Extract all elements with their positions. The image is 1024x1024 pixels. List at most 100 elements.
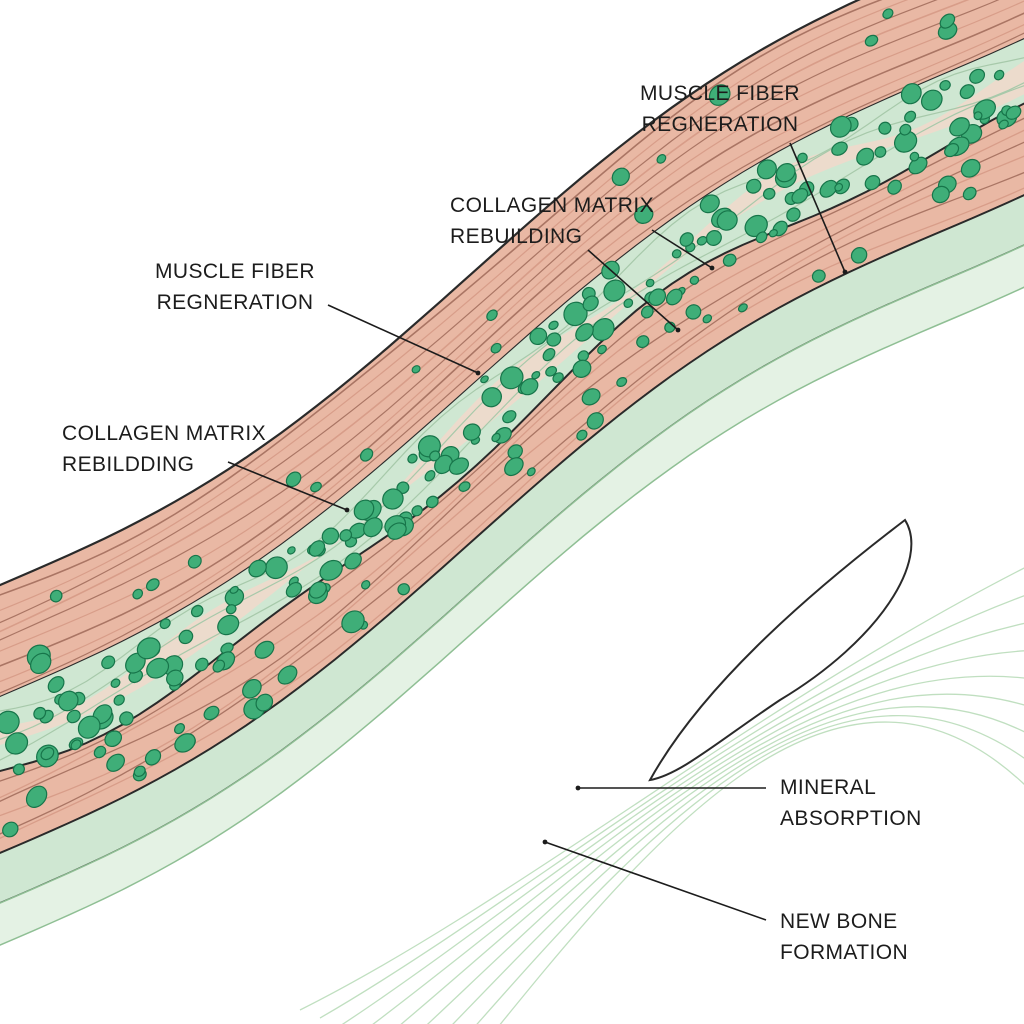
green-cell [998, 119, 1009, 130]
label-new-bone-formation: NEW BONE FORMATION [780, 906, 908, 968]
green-cell [581, 388, 601, 406]
green-cell [255, 693, 274, 712]
bone-cavity-shape [648, 518, 913, 782]
label-line: REGNERATION [641, 113, 799, 136]
bone-growth-line [426, 693, 1024, 1024]
green-cell [834, 182, 844, 192]
leader-line [651, 229, 713, 269]
green-cell [187, 554, 202, 569]
leader-endpoint [709, 265, 715, 271]
green-cell [491, 432, 501, 443]
green-cell [775, 163, 796, 183]
green-cell [229, 585, 239, 594]
green-cell [756, 159, 777, 180]
green-cell [319, 559, 343, 581]
green-cell [850, 247, 868, 264]
green-cell [190, 604, 204, 618]
green-cell [671, 249, 682, 259]
green-cell [856, 147, 875, 166]
muscle-fiber-strand [0, 12, 1024, 667]
bone-growth-line [341, 622, 1024, 1024]
green-cell [146, 657, 170, 679]
green-cell [831, 141, 848, 156]
green-cell [490, 342, 502, 354]
label-line: MUSCLE FIBER [640, 82, 800, 105]
green-cell [407, 453, 418, 464]
muscle-fiber-strand [0, 32, 1024, 694]
bone-surface-band [0, 244, 1024, 946]
fiber-strands [0, 0, 1024, 839]
green-cell [145, 578, 160, 592]
green-cell [287, 546, 296, 555]
label-line: REGNERATION [156, 291, 314, 314]
green-cell [66, 709, 81, 724]
green-cell [882, 8, 894, 20]
muscle-fiber-strand [0, 0, 1000, 641]
label-collagen-matrix-rebuilding-left: COLLAGEN MATRIX REBILDDING [62, 418, 266, 480]
label-line: REBUILDING [450, 225, 583, 248]
tissue-bands [0, 0, 1024, 946]
green-cell [708, 84, 731, 106]
green-cell [1005, 105, 1022, 120]
green-cell [577, 350, 590, 362]
green-cell [486, 309, 498, 322]
green-cell [737, 303, 748, 313]
green-cell [429, 450, 441, 462]
label-line: MINERAL [780, 776, 877, 799]
green-cell [144, 749, 162, 766]
label-line: COLLAGEN MATRIX [62, 422, 266, 445]
bone-growth-line [299, 567, 1024, 1011]
muscle-fiber-strand [0, 187, 1024, 839]
green-cell [448, 457, 470, 475]
green-cell [899, 123, 912, 136]
green-cell [212, 659, 226, 673]
green-cell [797, 152, 808, 164]
green-cell [526, 467, 536, 477]
green-cell [310, 481, 322, 493]
green-cell [321, 527, 340, 545]
green-cell [480, 375, 489, 384]
green-cell [353, 499, 375, 521]
green-cell [586, 412, 604, 430]
green-cell [359, 448, 374, 462]
green-cell [411, 505, 423, 517]
green-cell [920, 89, 943, 111]
muscle-fiber-strand [0, 0, 883, 596]
green-cell [104, 730, 123, 748]
label-line: REBILDDING [62, 453, 195, 476]
middle-muscle-strand [0, 61, 1024, 745]
green-cell [339, 529, 353, 542]
green-cell [106, 753, 125, 772]
green-cell [716, 210, 738, 231]
green-cell [136, 637, 161, 660]
green-cell [531, 370, 541, 380]
green-cell [597, 344, 607, 355]
green-cell [363, 517, 383, 538]
green-cell [791, 188, 809, 204]
leader-line [789, 142, 846, 273]
label-line: NEW BONE [780, 910, 898, 933]
green-cell [969, 68, 986, 84]
green-cell [768, 229, 778, 238]
green-cell [944, 143, 960, 158]
green-cell [939, 80, 951, 91]
leader-endpoint [575, 785, 581, 791]
green-cell [864, 175, 881, 191]
bone-growth-line [476, 715, 1024, 1024]
green-cell [811, 269, 826, 283]
green-cell [159, 618, 171, 630]
green-cell [542, 347, 556, 362]
green-cell [425, 495, 439, 509]
green-cell [254, 640, 275, 659]
green-cell [132, 588, 144, 600]
green-cell [308, 540, 326, 557]
green-cell [699, 194, 720, 214]
green-cell [30, 652, 52, 675]
green-cell [502, 410, 517, 424]
green-cell [285, 471, 302, 488]
label-line: COLLAGEN MATRIX [450, 194, 654, 217]
muscle-fiber-strand [0, 24, 1024, 683]
green-cell [47, 676, 65, 693]
